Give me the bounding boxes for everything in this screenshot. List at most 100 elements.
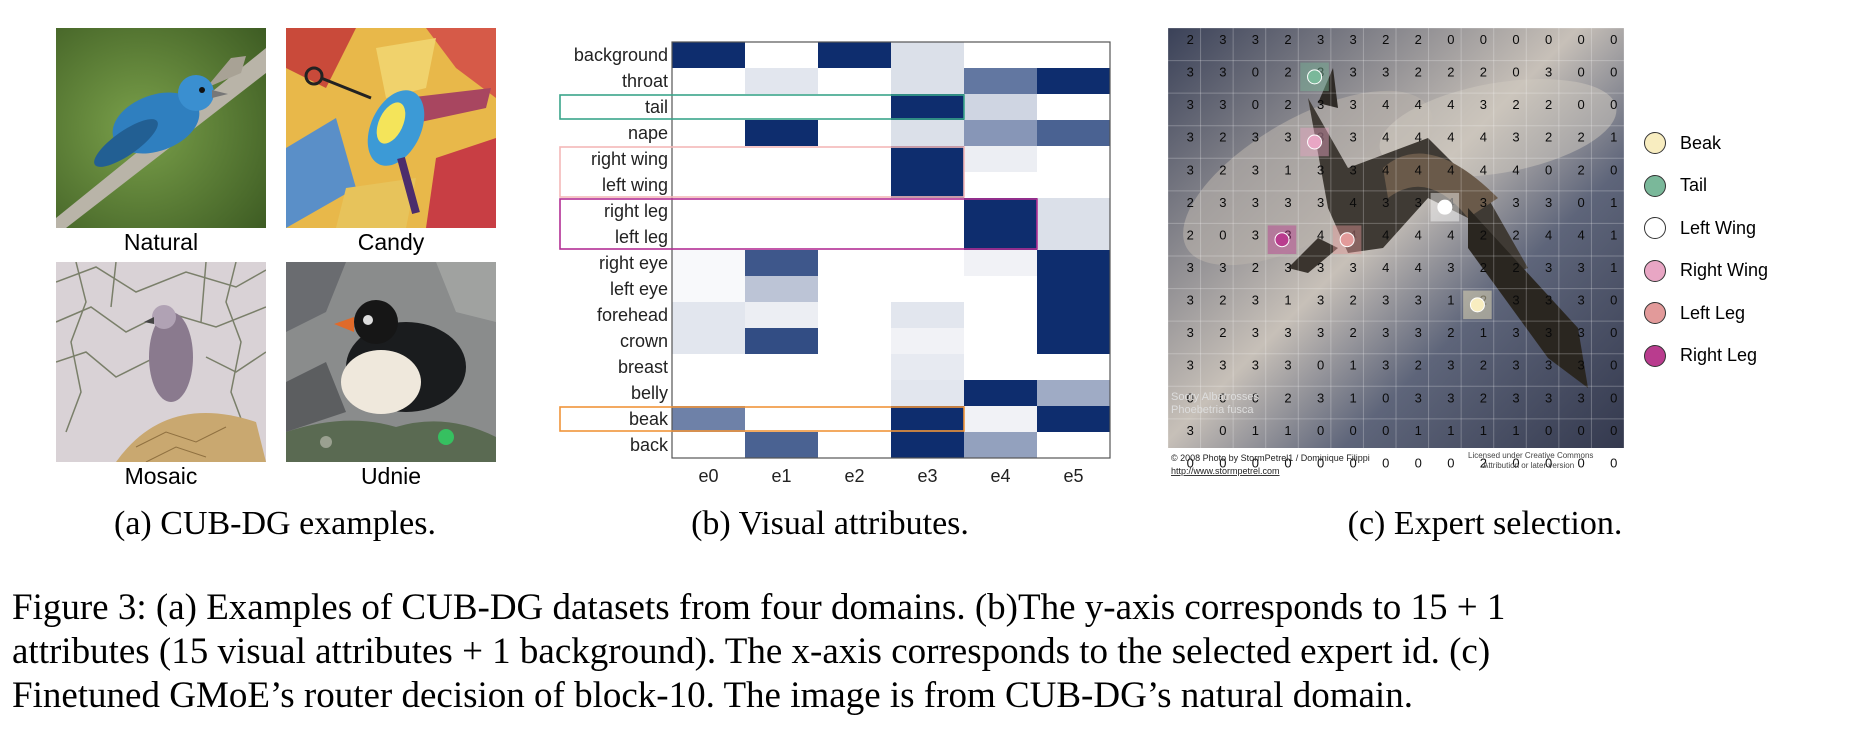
heatmap-cell — [964, 94, 1037, 120]
heatmap-cell — [672, 68, 745, 94]
grid-value: 2 — [1187, 227, 1194, 242]
grid-value: 1 — [1610, 130, 1617, 145]
grid-value: 3 — [1350, 260, 1357, 275]
grid-value: 3 — [1219, 32, 1226, 47]
grid-value: 3 — [1219, 195, 1226, 210]
heatmap-cell — [672, 146, 745, 172]
grid-value: 3 — [1252, 162, 1259, 177]
grid-value: 0 — [1578, 455, 1585, 470]
heatmap-cell — [1037, 354, 1110, 380]
grid-value: 3 — [1545, 325, 1552, 340]
grid-value: 3 — [1252, 325, 1259, 340]
grid-value: 0 — [1415, 455, 1422, 470]
heatmap-cell — [672, 172, 745, 198]
grid-value: 0 — [1252, 455, 1259, 470]
grid-value: 2 — [1219, 325, 1226, 340]
grid-value: 3 — [1317, 390, 1324, 405]
heatmap-cell — [818, 328, 891, 354]
grid-value: 4 — [1480, 130, 1487, 145]
legend-label: Left Wing — [1680, 217, 1757, 238]
grid-value: 3 — [1512, 293, 1519, 308]
grid-value: 2 — [1480, 293, 1487, 308]
heatmap-cell — [818, 68, 891, 94]
heatmap-cell — [891, 432, 964, 458]
grid-value: 4 — [1382, 227, 1389, 242]
grid-value: 0 — [1317, 455, 1324, 470]
grid-value: 3 — [1187, 325, 1194, 340]
grid-value: 3 — [1350, 162, 1357, 177]
grid-value: 3 — [1415, 293, 1422, 308]
grid-value: 3 — [1447, 358, 1454, 373]
heatmap-row-label: back — [630, 435, 669, 455]
heatmap-cell — [964, 224, 1037, 250]
grid-value: 3 — [1252, 130, 1259, 145]
grid-value: 3 — [1545, 358, 1552, 373]
grid-value: 3 — [1187, 260, 1194, 275]
grid-value: 1 — [1350, 358, 1357, 373]
grid-value: 4 — [1447, 97, 1454, 112]
grid-value: 0 — [1610, 293, 1617, 308]
grid-value: 3 — [1219, 65, 1226, 80]
candy-bird-image — [286, 28, 496, 228]
grid-value: 0 — [1545, 32, 1552, 47]
caption-c: (c) Expert selection. — [1347, 505, 1623, 542]
grid-value: 1 — [1284, 162, 1291, 177]
heatmap-row-label: throat — [622, 71, 668, 91]
grid-value: 3 — [1578, 390, 1585, 405]
grid-value: 0 — [1219, 455, 1226, 470]
heatmap-cell — [891, 224, 964, 250]
grid-value: 2 — [1187, 195, 1194, 210]
photo-credit-attribution: Attribution or later version — [1483, 461, 1574, 470]
heatmap-cell — [818, 302, 891, 328]
grid-value: 3 — [1252, 195, 1259, 210]
natural-label: Natural — [123, 229, 199, 255]
heatmap-cell — [818, 432, 891, 458]
grid-value: 3 — [1578, 260, 1585, 275]
heatmap-cell — [672, 328, 745, 354]
grid-value: 3 — [1545, 195, 1552, 210]
grid-value: 4 — [1415, 162, 1422, 177]
grid-value: 4 — [1415, 260, 1422, 275]
grid-value: 2 — [1187, 32, 1194, 47]
grid-value: 3 — [1187, 423, 1194, 438]
heatmap-row-label: crown — [620, 331, 668, 351]
heatmap-cell — [818, 120, 891, 146]
legend-swatch-icon — [1644, 344, 1666, 367]
grid-value: 3 — [1284, 358, 1291, 373]
heatmap-cell — [1037, 94, 1110, 120]
grid-value: 3 — [1512, 390, 1519, 405]
heatmap-cell — [1037, 198, 1110, 224]
grid-value: 1 — [1610, 260, 1617, 275]
grid-value: 0 — [1219, 227, 1226, 242]
grid-value: 3 — [1415, 325, 1422, 340]
grid-value: 4 — [1545, 227, 1552, 242]
heatmap-cell — [745, 276, 818, 302]
highlight-box — [559, 146, 965, 198]
photo-credit-license: Licensed under Creative Commons — [1468, 451, 1593, 460]
highlight-box — [559, 406, 965, 432]
grid-value: 2 — [1219, 162, 1226, 177]
grid-value: 4 — [1415, 130, 1422, 145]
grid-value: 0 — [1610, 390, 1617, 405]
heatmap-cell — [745, 198, 818, 224]
grid-value: 2 — [1512, 260, 1519, 275]
grid-value: 4 — [1512, 162, 1519, 177]
heatmap-cell — [1037, 276, 1110, 302]
grid-value: 2 — [1284, 97, 1291, 112]
heatmap-cell — [964, 146, 1037, 172]
heatmap-cell — [891, 68, 964, 94]
photo-credit-photographer: © 2008 Photo by StormPetrel1 / Dominique… — [1171, 453, 1370, 463]
grid-value: 0 — [1578, 195, 1585, 210]
legend-label: Right Wing — [1680, 260, 1769, 281]
grid-value: 3 — [1415, 390, 1422, 405]
grid-value: 3 — [1187, 97, 1194, 112]
heatmap-cell — [745, 172, 818, 198]
grid-value: 2 — [1578, 130, 1585, 145]
grid-value: 3 — [1219, 358, 1226, 373]
grid-value: 2 — [1480, 358, 1487, 373]
heatmap-cell — [964, 42, 1037, 68]
expert-marker — [1307, 134, 1323, 150]
grid-value: 1 — [1480, 423, 1487, 438]
